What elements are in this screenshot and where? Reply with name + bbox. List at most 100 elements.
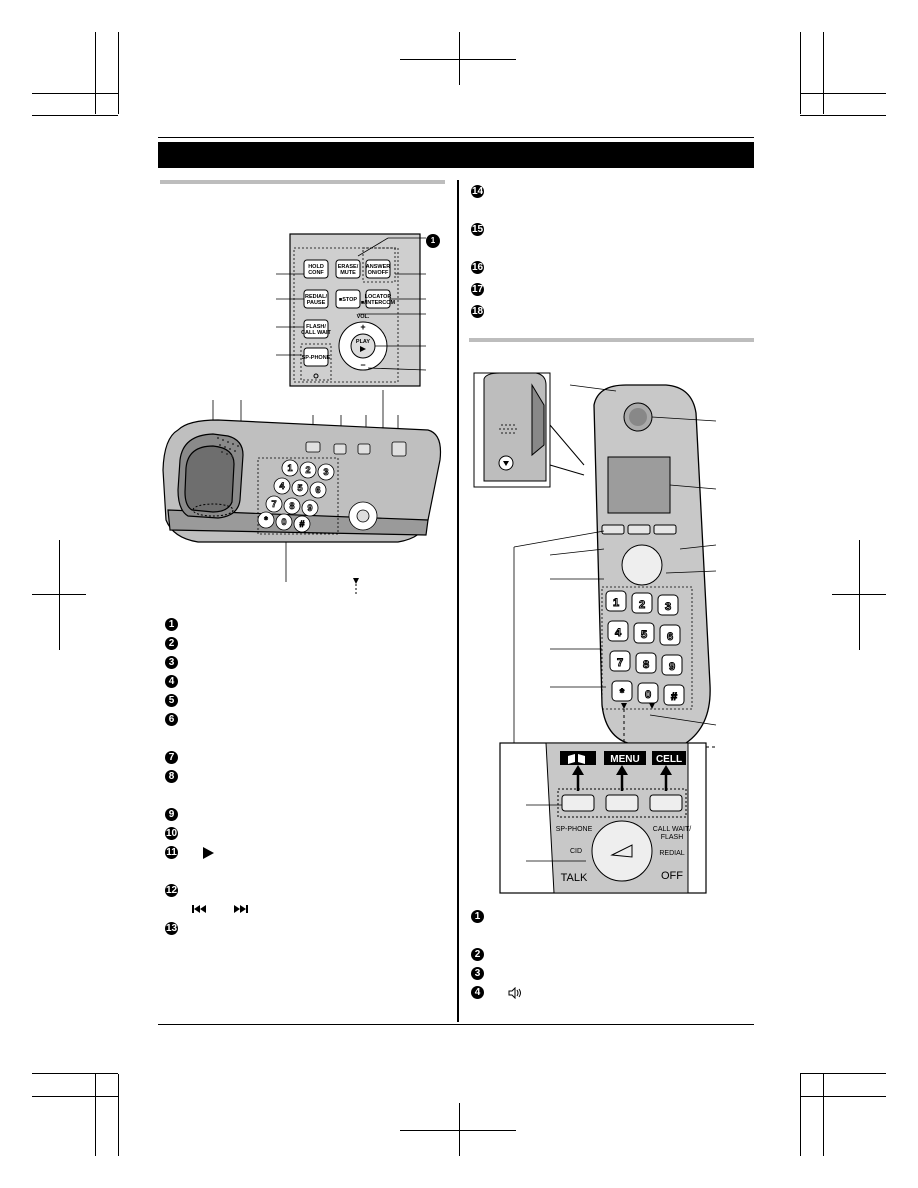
skip-back-forward-icons: [192, 905, 248, 913]
callout-number: 2: [165, 637, 178, 650]
crop-mark: [459, 1103, 460, 1156]
callout-number: 18: [471, 305, 484, 318]
crop-mark: [95, 32, 96, 114]
callout-number: 17: [471, 283, 484, 296]
callout-number: 6: [165, 713, 178, 726]
base-list-item: 14: [471, 185, 484, 198]
svg-text:8: 8: [643, 659, 649, 671]
svg-text:TALK: TALK: [561, 872, 588, 884]
handset-cell-label: CELL: [656, 754, 682, 765]
svg-text:+: +: [360, 322, 365, 332]
crop-mark: [32, 1073, 118, 1074]
svg-text:4: 4: [615, 627, 622, 639]
svg-text:OFF: OFF: [661, 870, 683, 882]
callout-number: 14: [471, 185, 484, 198]
svg-text:9: 9: [307, 503, 312, 513]
svg-text:ERASE/: ERASE/: [338, 264, 359, 270]
callout-number: 3: [471, 967, 484, 980]
svg-text:MUTE: MUTE: [340, 270, 356, 276]
svg-text:■/INTERCOM: ■/INTERCOM: [361, 300, 396, 306]
callout-number: 10: [165, 827, 178, 840]
callout-number: 16: [471, 261, 484, 274]
svg-text:*: *: [620, 687, 625, 699]
svg-text:8: 8: [289, 501, 294, 511]
base-list-item: 6: [165, 713, 178, 726]
svg-text:1: 1: [613, 597, 619, 609]
svg-text:ANSWER: ANSWER: [366, 264, 390, 270]
base-list-item: 4: [165, 675, 178, 688]
svg-text:#: #: [671, 691, 677, 703]
speaker-icon: [508, 986, 521, 999]
svg-text:3: 3: [665, 601, 671, 613]
base-list-item: 7: [165, 751, 178, 764]
svg-text:REDIAL/: REDIAL/: [305, 294, 327, 300]
svg-text:#: #: [299, 519, 304, 529]
base-list-item: 9: [165, 808, 178, 821]
crop-mark: [32, 115, 118, 116]
play-icon: [203, 846, 214, 859]
svg-text:3: 3: [323, 467, 328, 477]
crop-mark: [823, 1074, 824, 1156]
svg-text:■STOP: ■STOP: [339, 297, 358, 303]
svg-text:9: 9: [669, 661, 675, 673]
crop-mark: [823, 32, 824, 114]
callout-number: 4: [471, 986, 484, 999]
svg-text:FLASH/: FLASH/: [306, 324, 326, 330]
handset-menu-label: MENU: [610, 754, 639, 765]
svg-text:LOCATOR: LOCATOR: [365, 294, 392, 300]
svg-text:0: 0: [645, 689, 651, 701]
crop-mark: [800, 93, 886, 94]
svg-text:0: 0: [281, 517, 286, 527]
callout-number: 9: [165, 808, 178, 821]
base-list-item: 8: [165, 770, 178, 783]
svg-text:VOL.: VOL.: [357, 314, 370, 320]
svg-text:CALL WAIT: CALL WAIT: [301, 330, 331, 336]
svg-text:6: 6: [667, 631, 673, 643]
section-header-bar: [158, 142, 754, 168]
crop-mark: [118, 1074, 119, 1156]
handset-list-item: 1: [471, 910, 484, 923]
crop-mark: [800, 32, 801, 114]
svg-text:PLAY: PLAY: [356, 339, 370, 345]
svg-text:SP-PHONE: SP-PHONE: [556, 826, 593, 833]
base-list-item: 11: [165, 846, 214, 859]
crop-mark: [95, 1074, 96, 1156]
crop-mark: [400, 59, 516, 60]
base-list-item: 12: [165, 884, 178, 897]
footer-rule: [158, 1024, 754, 1025]
svg-text:*: *: [264, 515, 268, 525]
callout-number: 4: [165, 675, 178, 688]
svg-text:FLASH: FLASH: [661, 834, 684, 841]
crop-mark: [800, 1073, 886, 1074]
svg-text:PAUSE: PAUSE: [307, 300, 326, 306]
svg-text:CONF: CONF: [308, 270, 324, 276]
callout-number: 13: [165, 922, 178, 935]
callout-number: 15: [471, 223, 484, 236]
svg-text:−: −: [360, 360, 365, 370]
base-fig-callout: 1: [426, 234, 440, 248]
svg-text:6: 6: [315, 485, 320, 495]
column-divider: [457, 180, 459, 1022]
svg-text:5: 5: [641, 629, 647, 641]
handset-section-rule: [469, 338, 754, 342]
callout-number: 8: [165, 770, 178, 783]
handset-list-item: 3: [471, 967, 484, 980]
svg-text:HOLD: HOLD: [308, 264, 324, 270]
base-list-item: 2: [165, 637, 178, 650]
callout-number: 2: [471, 948, 484, 961]
base-list-item: 10: [165, 827, 178, 840]
callout-number: 1: [165, 618, 178, 631]
svg-text:SP-PHONE: SP-PHONE: [302, 355, 331, 361]
svg-text:7: 7: [271, 499, 276, 509]
svg-text:ON/OFF: ON/OFF: [368, 270, 389, 276]
crop-mark: [800, 115, 886, 116]
handset-list-item: 2: [471, 948, 484, 961]
handset-list-item: 4: [471, 986, 522, 999]
crop-mark: [118, 32, 119, 114]
base-list-item: 18: [471, 305, 484, 318]
callout-number: 5: [165, 694, 178, 707]
crop-mark: [32, 93, 118, 94]
svg-text:CID: CID: [570, 848, 582, 855]
base-list-item: 16: [471, 261, 484, 274]
